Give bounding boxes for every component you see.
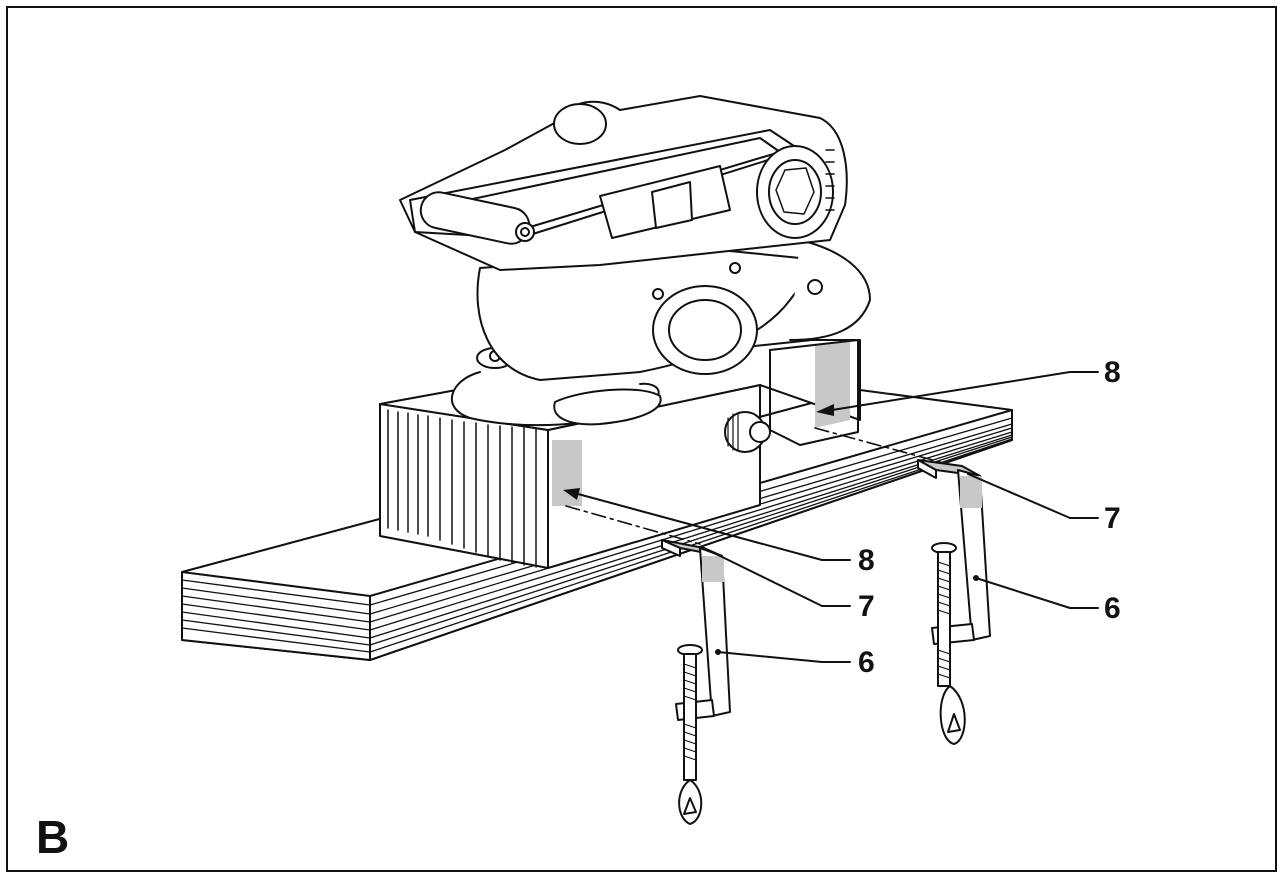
alignment-lines xyxy=(565,427,941,545)
callout-7-right: 7 xyxy=(1104,502,1121,535)
callout-8-bottom: 8 xyxy=(858,544,875,577)
leader-lines xyxy=(563,371,1099,663)
clamp-right xyxy=(917,459,991,745)
clamp-left xyxy=(661,539,731,825)
figure-letter: B xyxy=(36,811,70,863)
callout-6-right: 6 xyxy=(1104,592,1121,625)
motor-housing xyxy=(476,239,871,381)
callout-7-left: 7 xyxy=(858,590,875,623)
callout-6-left: 6 xyxy=(858,646,875,679)
callout-8-top: 8 xyxy=(1104,356,1121,389)
belt-frame xyxy=(399,95,848,271)
